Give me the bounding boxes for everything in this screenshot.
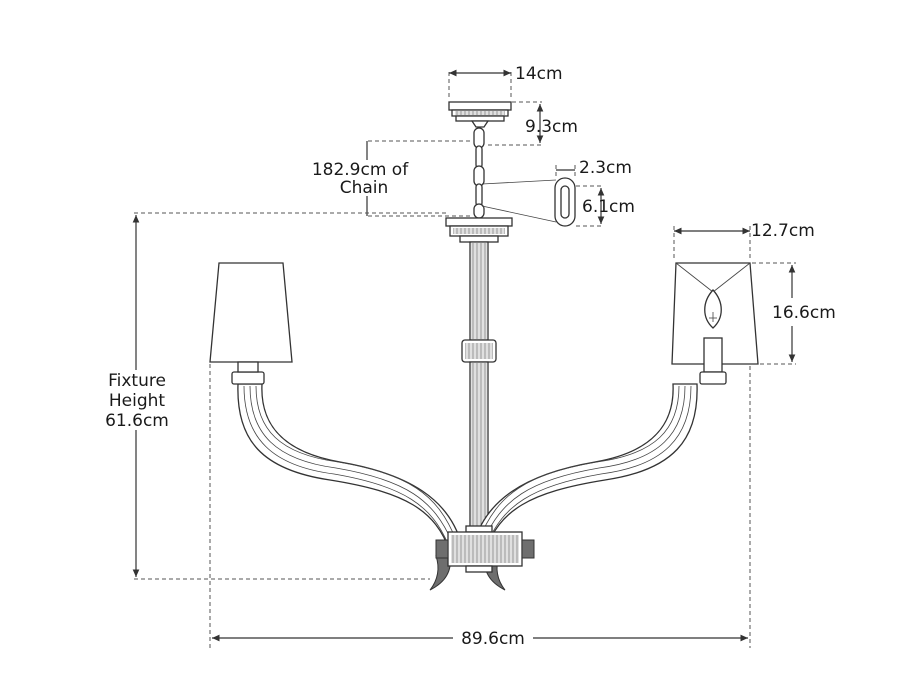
canopy [448, 101, 512, 128]
canopy-height-label: 9.3cm [525, 117, 578, 137]
overall-width-label: 89.6cm [461, 629, 525, 649]
fixture-height-label-line3: 61.6cm [105, 411, 169, 431]
shade-width-label: 12.7cm [751, 221, 815, 241]
left-arm [237, 383, 463, 591]
right-shade [671, 262, 759, 385]
central-stem [461, 241, 497, 529]
link-width-label: 2.3cm [579, 158, 632, 178]
left-shade [209, 262, 293, 385]
bottom-hub [435, 525, 535, 573]
shade-height-label: 16.6cm [772, 303, 836, 323]
chain-length-label-line2: Chain [340, 178, 389, 198]
chain-link-detail [481, 177, 576, 227]
fixture-height-label-line2: Height [109, 391, 166, 411]
fixture-height-label-line1: Fixture [108, 371, 166, 391]
canopy-width-label: 14cm [515, 64, 563, 84]
chain-length-label-line1: 182.9cm of [312, 160, 409, 180]
link-height-label: 6.1cm [582, 197, 635, 217]
fixture-top-cap [445, 217, 513, 243]
dimension-guides [132, 69, 796, 648]
chain [473, 127, 485, 219]
